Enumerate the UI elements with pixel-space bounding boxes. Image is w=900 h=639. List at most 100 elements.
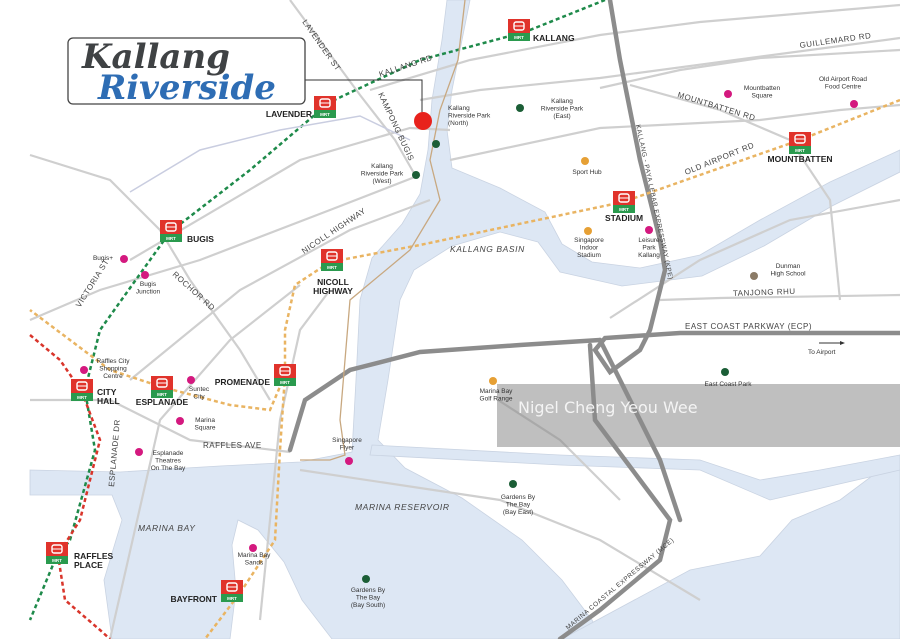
rochor-canal: [129, 115, 411, 193]
station-name: NICOLL: [317, 277, 349, 287]
road-label: EAST COAST PARKWAY (ECP): [685, 322, 812, 331]
poi-marker-icon[interactable]: [750, 272, 758, 280]
marina-bay-label: MARINA BAY: [138, 523, 196, 533]
station-name: CITY: [97, 387, 117, 397]
mrt-train-icon[interactable]: MRT: [613, 191, 635, 213]
mrt-train-icon[interactable]: MRT: [71, 379, 93, 401]
poi-marker-icon[interactable]: [80, 366, 88, 374]
mrt-badge-text: MRT: [52, 558, 62, 563]
poi-item[interactable]: Sport Hub: [572, 157, 602, 176]
poi-label: Kallang: [551, 98, 573, 105]
mrt-train-icon[interactable]: MRT: [160, 220, 182, 242]
poi-label: Old Airport Road: [819, 76, 867, 83]
mrt-badge-text: MRT: [619, 207, 629, 212]
poi-label: Riverside Park: [448, 113, 491, 120]
poi-marker-icon[interactable]: [432, 140, 440, 148]
mrt-badge-text: MRT: [795, 148, 805, 153]
mrt-train-icon[interactable]: MRT: [151, 376, 173, 398]
project-location-marker[interactable]: [414, 112, 432, 130]
poi-item[interactable]: Bugis+: [93, 255, 128, 263]
station-name-line2: HIGHWAY: [313, 286, 353, 296]
poi-marker-icon[interactable]: [345, 457, 353, 465]
mrt-train-icon[interactable]: MRT: [508, 19, 530, 41]
poi-label: Park: [642, 245, 656, 252]
marina-reservoir-channel: [369, 444, 900, 501]
poi-marker-icon[interactable]: [135, 448, 143, 456]
station-name: PROMENADE: [215, 377, 271, 387]
mrt-train-icon[interactable]: MRT: [274, 364, 296, 386]
poi-marker-icon[interactable]: [581, 157, 589, 165]
poi-marker-icon[interactable]: [850, 100, 858, 108]
poi-marker-icon[interactable]: [724, 90, 732, 98]
poi-item[interactable]: East Coast Park: [705, 368, 753, 388]
circle-line: [204, 98, 900, 639]
mrt-train-icon[interactable]: MRT: [221, 580, 243, 602]
poi-label: Mountbatten: [744, 85, 781, 92]
poi-marker-icon[interactable]: [412, 171, 420, 179]
road-label: RAFFLES AVE: [203, 441, 262, 450]
poi-label: Kallang: [448, 105, 470, 112]
poi-marker-icon[interactable]: [362, 575, 370, 583]
mrt-train-icon[interactable]: MRT: [314, 96, 336, 118]
poi-label: Golf Range: [480, 396, 513, 403]
mrt-train-icon[interactable]: MRT: [46, 542, 68, 564]
poi-marker-icon[interactable]: [187, 376, 195, 384]
mrt-train-icon[interactable]: MRT: [789, 132, 811, 154]
station-name: STADIUM: [605, 213, 643, 223]
poi-label: Marina Bay: [480, 388, 514, 395]
poi-label: Singapore: [332, 437, 362, 444]
poi-label: Gardens By: [501, 494, 536, 501]
mrt-train-icon[interactable]: MRT: [321, 249, 343, 271]
poi-label: Leisure: [638, 237, 660, 244]
poi-label: Indoor: [580, 245, 599, 252]
mrt-badge-text: MRT: [77, 395, 87, 400]
poi-label: (North): [448, 120, 468, 127]
poi-label: Junction: [136, 289, 161, 296]
poi-marker-icon[interactable]: [645, 226, 653, 234]
poi-marker-icon[interactable]: [489, 377, 497, 385]
poi-marker-icon[interactable]: [584, 227, 592, 235]
poi-marker-icon[interactable]: [249, 544, 257, 552]
poi-marker-icon[interactable]: [141, 271, 149, 279]
poi-label: Flyer: [340, 445, 355, 452]
poi-marker-icon[interactable]: [516, 104, 524, 112]
poi-marker-icon[interactable]: [721, 368, 729, 376]
poi-marker-icon[interactable]: [176, 417, 184, 425]
ns-line: [29, 334, 111, 639]
poi-label: Centre: [103, 373, 123, 380]
poi-marker-icon[interactable]: [509, 480, 517, 488]
poi-label: Theatres: [155, 458, 181, 465]
poi-marker-icon[interactable]: [120, 255, 128, 263]
poi-label: Gardens By: [351, 587, 386, 594]
